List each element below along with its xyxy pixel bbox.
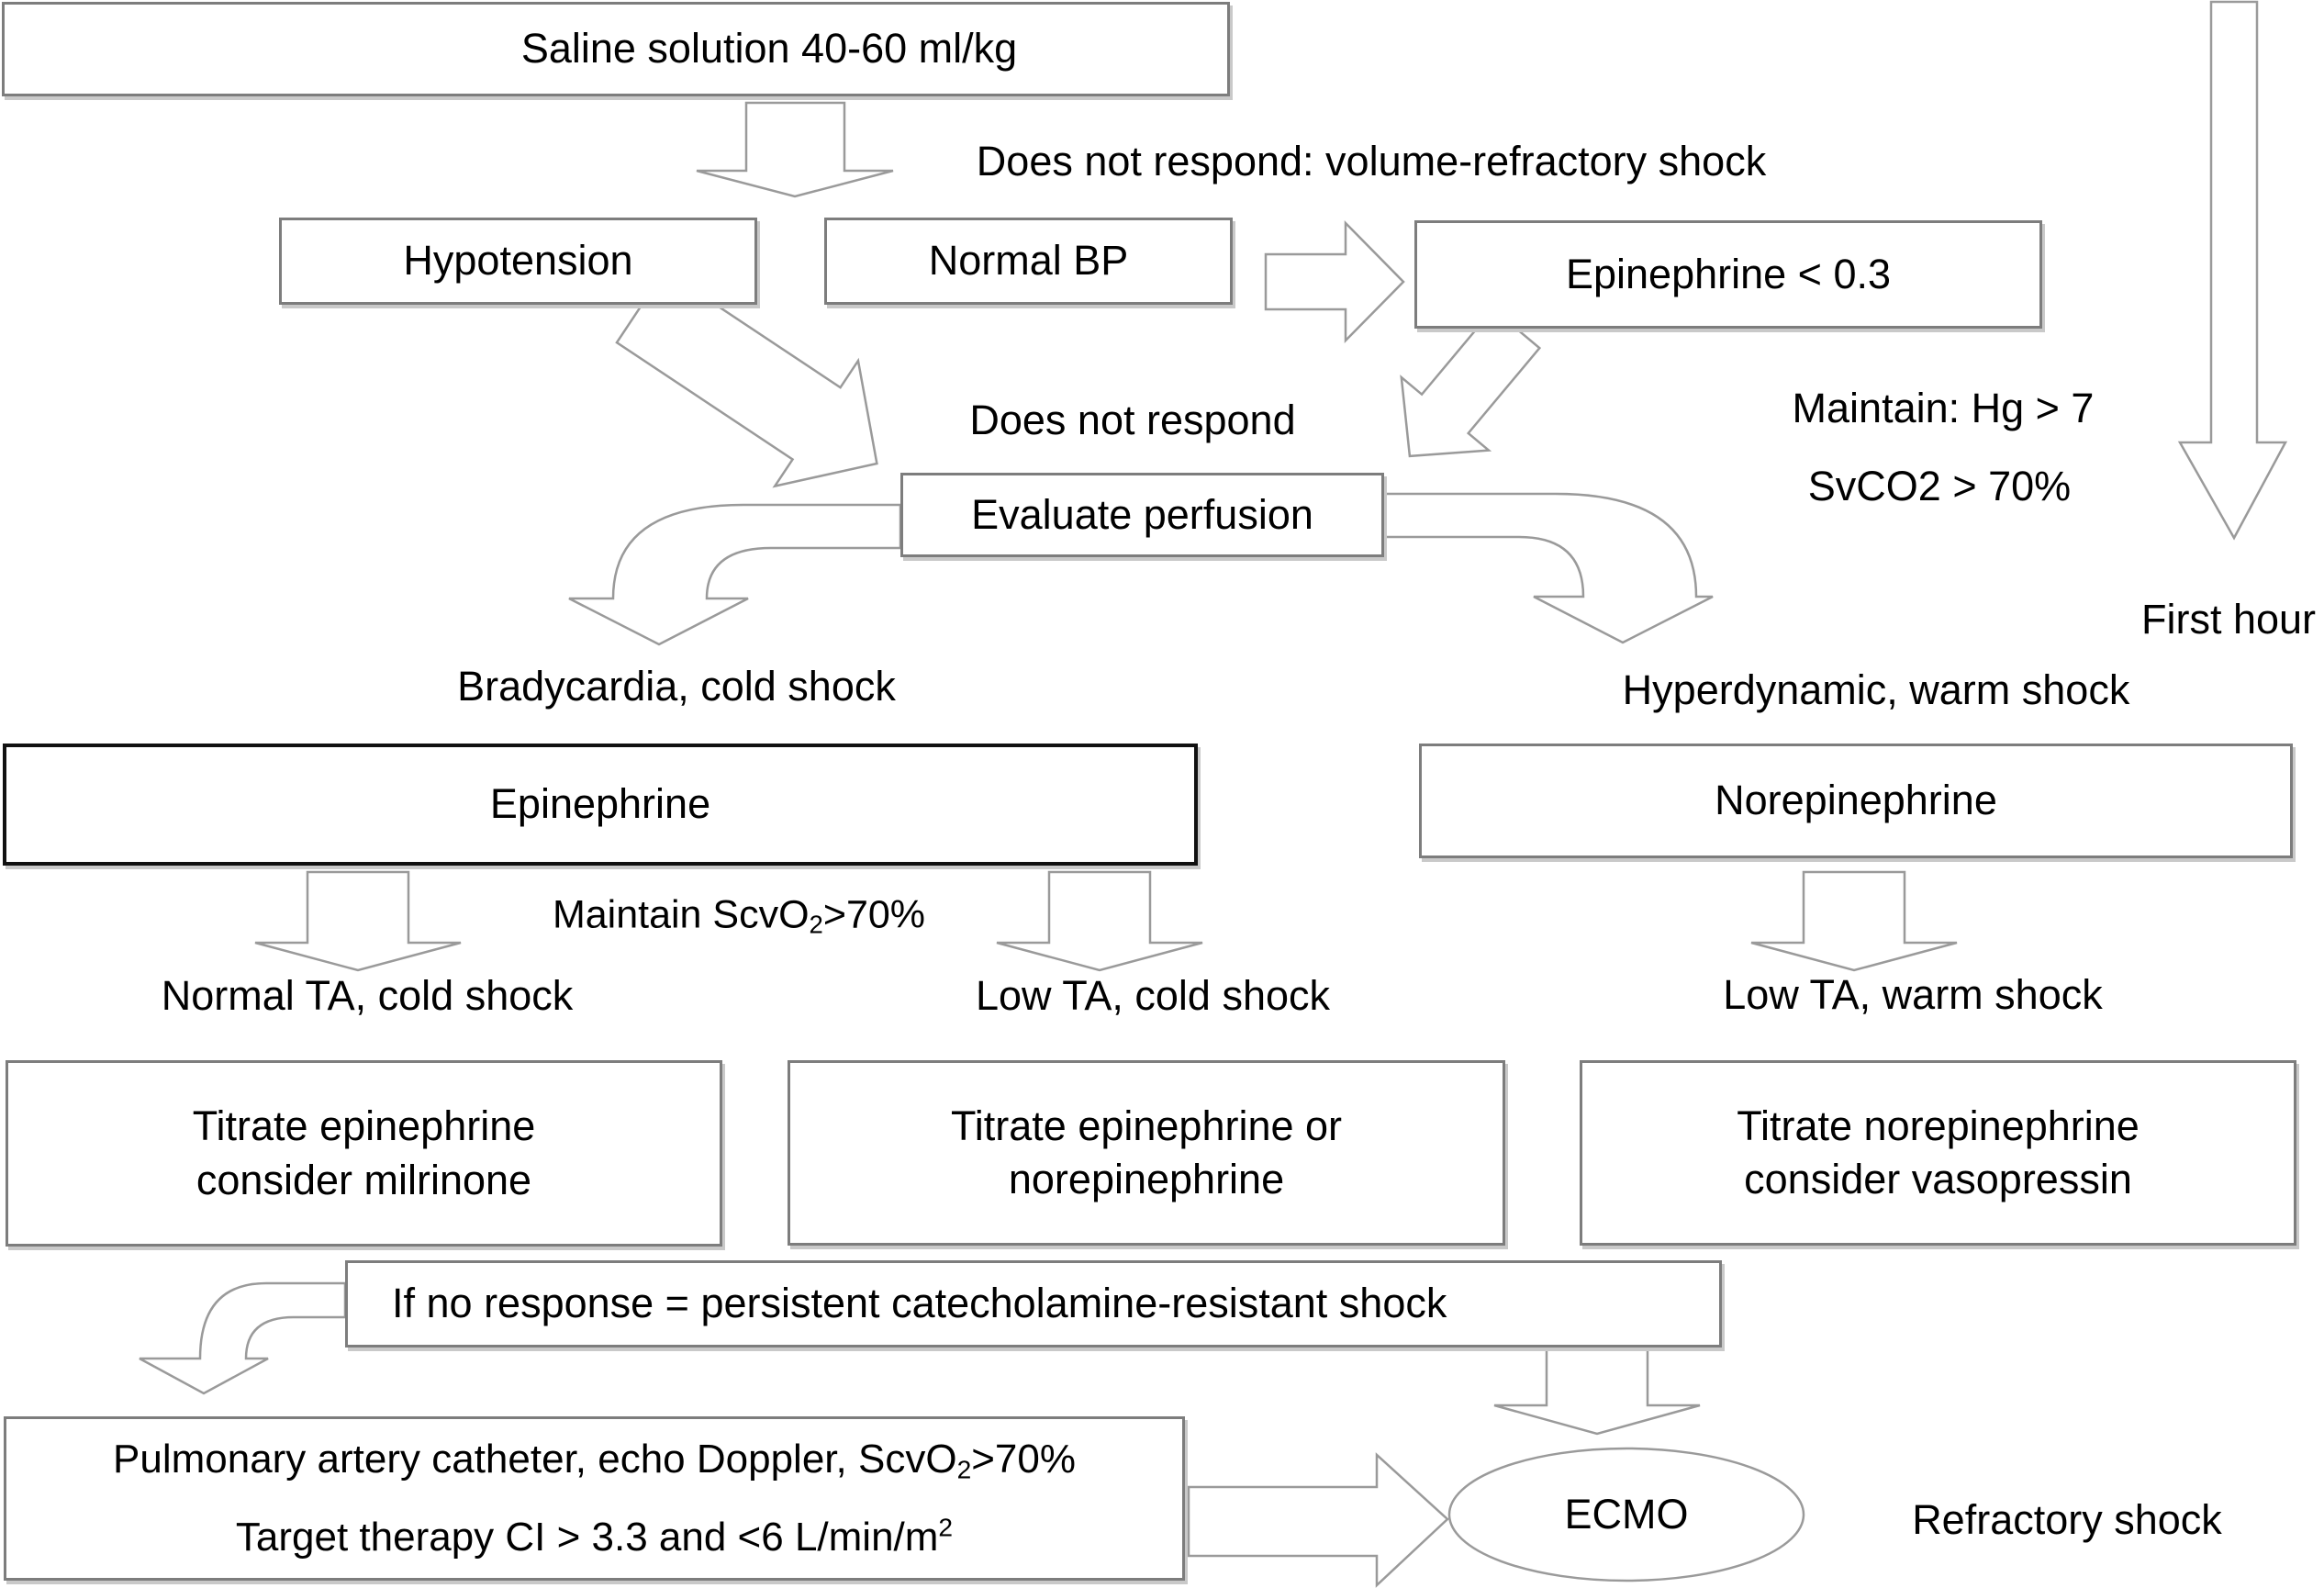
node-pulmonary-catheter: Pulmonary artery catheter, echo Doppler,… — [4, 1416, 1185, 1581]
node-titrate-epinephrine-line2: consider milrinone — [196, 1156, 532, 1203]
label-low-ta-warm-shock: Low TA, warm shock — [1723, 971, 2103, 1018]
arrow-bent-evaluate-to-hyperdynamic — [1382, 492, 1714, 644]
arrow-first-hour — [2177, 0, 2288, 541]
arrow-down-epinephrine-left — [254, 870, 462, 972]
node-normal-bp-label: Normal BP — [928, 237, 1129, 285]
ecmo-ellipse — [1447, 1447, 1805, 1582]
arrow-down-norepinephrine — [1750, 870, 1958, 972]
label-first-hour: First hour — [2140, 596, 2317, 643]
node-epinephrine-dose-label: Epinephrine < 0.3 — [1565, 250, 1892, 297]
label-maintain-hg: Maintain: Hg > 7 — [1792, 385, 2095, 431]
arrow-bent-noresponse-to-pulmonary — [139, 1281, 347, 1395]
node-norepinephrine: Norepinephrine — [1419, 744, 2293, 858]
node-titrate-epinephrine: Titrate epinephrine consider milrinone — [6, 1060, 722, 1247]
label-maintain-scvo2: Maintain ScvO2>70% — [552, 892, 926, 939]
node-titrate-epi-or-norepi: Titrate epinephrine or norepinephrine — [788, 1060, 1505, 1246]
node-no-response-label: If no response = persistent catecholamin… — [392, 1280, 1447, 1327]
node-titrate-norepinephrine: Titrate norepinephrine consider vasopres… — [1580, 1060, 2296, 1246]
node-ecmo-label: ECMO — [1564, 1491, 1689, 1538]
node-epinephrine-dose: Epinephrine < 0.3 — [1414, 220, 2042, 329]
label-volume-refractory: Does not respond: volume-refractory shoc… — [976, 138, 1767, 185]
label-hyperdynamic-warm-shock: Hyperdynamic, warm shock — [1622, 666, 2130, 713]
label-refractory-shock: Refractory shock — [1912, 1496, 2222, 1543]
node-titrate-norepinephrine-line2: consider vasopressin — [1744, 1156, 2132, 1202]
node-norepinephrine-label: Norepinephrine — [1715, 777, 1997, 824]
node-titrate-norepinephrine-line1: Titrate norepinephrine — [1737, 1102, 2140, 1149]
label-low-ta-cold-shock: Low TA, cold shock — [975, 972, 1331, 1019]
label-bradycardia-cold-shock: Bradycardia, cold shock — [457, 663, 896, 710]
node-titrate-epinephrine-line1: Titrate epinephrine — [192, 1102, 536, 1149]
node-hypotension: Hypotension — [279, 218, 757, 305]
node-epinephrine: Epinephrine — [3, 744, 1198, 866]
node-pulmonary-catheter-line2: Target therapy CI > 3.3 and <6 L/min/m2 — [235, 1514, 954, 1560]
node-no-response: If no response = persistent catecholamin… — [345, 1260, 1722, 1348]
arrow-right-normalbp-to-epinephrine-dose — [1264, 219, 1405, 344]
arrow-bent-evaluate-to-bradycardia — [568, 503, 902, 646]
arrow-down-epinephrine-right — [996, 870, 1203, 972]
arrow-down-noresponse-to-ecmo — [1493, 1346, 1701, 1436]
node-evaluate-perfusion-label: Evaluate perfusion — [971, 490, 1313, 538]
node-titrate-epi-or-norepi-line1: Titrate epinephrine or — [950, 1102, 1343, 1149]
node-normal-bp: Normal BP — [824, 218, 1233, 305]
node-saline-solution-label: Saline solution 40-60 ml/kg — [520, 25, 1018, 73]
arrow-right-pulmonary-to-ecmo — [1187, 1452, 1449, 1588]
arrow-diagonal-hypotension-to-evaluate — [615, 269, 878, 488]
label-maintain-svco2: SvCO2 > 70% — [1807, 463, 2072, 509]
arrow-down-from-saline — [696, 101, 894, 198]
node-evaluate-perfusion: Evaluate perfusion — [900, 473, 1384, 557]
node-saline-solution: Saline solution 40-60 ml/kg — [2, 2, 1230, 96]
label-does-not-respond: Does not respond — [969, 397, 1296, 443]
node-pulmonary-catheter-line1: Pulmonary artery catheter, echo Doppler,… — [113, 1437, 1076, 1484]
node-titrate-epi-or-norepi-line2: norepinephrine — [1008, 1156, 1285, 1202]
node-hypotension-label: Hypotension — [403, 237, 633, 285]
node-epinephrine-label: Epinephrine — [489, 780, 711, 828]
label-normal-ta-cold-shock: Normal TA, cold shock — [161, 972, 574, 1019]
